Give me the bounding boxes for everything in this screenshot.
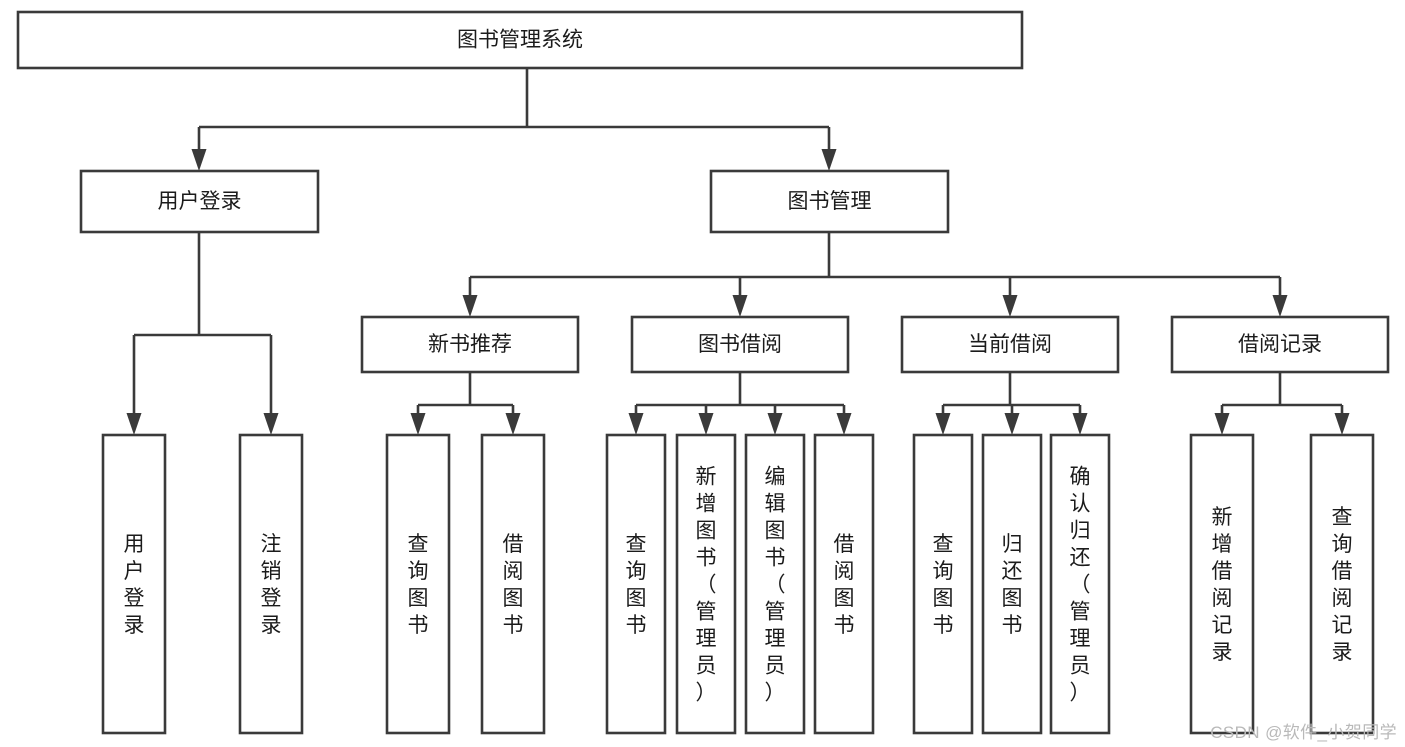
node-box xyxy=(480,433,546,735)
node-box xyxy=(16,10,1024,70)
node-root-图书管理系统[interactable]: 图书管理系统 xyxy=(16,10,1024,70)
node-leaf-注销登录[interactable]: 注销登录 xyxy=(238,433,304,735)
node-label: 用户登录 xyxy=(158,190,242,213)
node-leaf-借阅图书[interactable]: 借阅图书 xyxy=(480,433,546,735)
arrow-head-icon xyxy=(732,295,748,317)
node-box xyxy=(813,433,875,735)
node-leaf-查询图书[interactable]: 查询图书 xyxy=(912,433,974,735)
node-box xyxy=(605,433,667,735)
node-box xyxy=(1170,315,1390,374)
node-box xyxy=(744,433,806,735)
node-branch-图书借阅[interactable]: 图书借阅 xyxy=(630,315,850,374)
arrow-head-icon xyxy=(462,295,478,317)
node-label: 查询借阅记录 xyxy=(1332,506,1353,664)
node-box xyxy=(675,433,737,735)
node-branch-当前借阅[interactable]: 当前借阅 xyxy=(900,315,1120,374)
node-leaf-新增借阅记录[interactable]: 新增借阅记录 xyxy=(1189,433,1255,735)
node-box xyxy=(912,433,974,735)
arrow-head-icon xyxy=(1072,413,1088,435)
arrow-head-icon xyxy=(821,149,837,171)
node-leaf-借阅图书[interactable]: 借阅图书 xyxy=(813,433,875,735)
node-label: 借阅记录 xyxy=(1238,333,1322,356)
node-leaf-归还图书[interactable]: 归还图书 xyxy=(981,433,1043,735)
arrow-head-icon xyxy=(410,413,426,435)
node-label: 确认归还（管理员） xyxy=(1070,466,1091,705)
node-box xyxy=(101,433,167,735)
node-leaf-查询借阅记录[interactable]: 查询借阅记录 xyxy=(1309,433,1375,735)
arrow-head-icon xyxy=(1002,295,1018,317)
node-box xyxy=(385,433,451,735)
node-box xyxy=(630,315,850,374)
node-label: 新增图书（管理员） xyxy=(696,466,717,705)
node-box xyxy=(79,169,320,234)
node-leaf-查询图书[interactable]: 查询图书 xyxy=(385,433,451,735)
node-box xyxy=(709,169,950,234)
node-label: 新增借阅记录 xyxy=(1212,506,1233,664)
arrow-head-icon xyxy=(1004,413,1020,435)
arrow-head-icon xyxy=(191,149,207,171)
node-leaf-用户登录[interactable]: 用户登录 xyxy=(101,433,167,735)
arrow-head-icon xyxy=(1334,413,1350,435)
node-leaf-查询图书[interactable]: 查询图书 xyxy=(605,433,667,735)
arrow-head-icon xyxy=(935,413,951,435)
node-branch-新书推荐[interactable]: 新书推荐 xyxy=(360,315,580,374)
node-label: 查询图书 xyxy=(933,533,954,637)
node-label: 借阅图书 xyxy=(503,533,524,637)
node-label: 用户登录 xyxy=(124,533,145,637)
arrow-head-icon xyxy=(698,413,714,435)
node-branch-借阅记录[interactable]: 借阅记录 xyxy=(1170,315,1390,374)
arrow-head-icon xyxy=(1272,295,1288,317)
arrow-head-icon xyxy=(767,413,783,435)
node-label: 图书管理系统 xyxy=(457,29,583,52)
node-label: 图书借阅 xyxy=(698,333,782,356)
node-label: 借阅图书 xyxy=(834,533,855,637)
arrow-head-icon xyxy=(505,413,521,435)
node-leaf-确认归还管理员[interactable]: 确认归还（管理员） xyxy=(1049,433,1111,735)
node-box xyxy=(900,315,1120,374)
node-leaf-编辑图书管理员[interactable]: 编辑图书（管理员） xyxy=(744,433,806,735)
arrow-head-icon xyxy=(1214,413,1230,435)
node-label: 编辑图书（管理员） xyxy=(765,466,786,705)
node-branch-图书管理[interactable]: 图书管理 xyxy=(709,169,950,234)
node-label: 图书管理 xyxy=(788,190,872,213)
node-branch-用户登录[interactable]: 用户登录 xyxy=(79,169,320,234)
node-label: 注销登录 xyxy=(261,533,282,637)
node-label: 归还图书 xyxy=(1002,533,1023,637)
node-box xyxy=(238,433,304,735)
connector-layer xyxy=(126,68,1350,435)
node-label: 当前借阅 xyxy=(968,333,1052,356)
node-box xyxy=(1309,433,1375,735)
node-label: 新书推荐 xyxy=(428,333,512,356)
arrow-head-icon xyxy=(628,413,644,435)
node-box xyxy=(360,315,580,374)
arrow-head-icon xyxy=(836,413,852,435)
node-box xyxy=(1189,433,1255,735)
node-label: 查询图书 xyxy=(408,533,429,637)
node-box xyxy=(981,433,1043,735)
node-leaf-新增图书管理员[interactable]: 新增图书（管理员） xyxy=(675,433,737,735)
arrow-head-icon xyxy=(263,413,279,435)
arrow-head-icon xyxy=(126,413,142,435)
node-box xyxy=(1049,433,1111,735)
node-label: 查询图书 xyxy=(626,533,647,637)
